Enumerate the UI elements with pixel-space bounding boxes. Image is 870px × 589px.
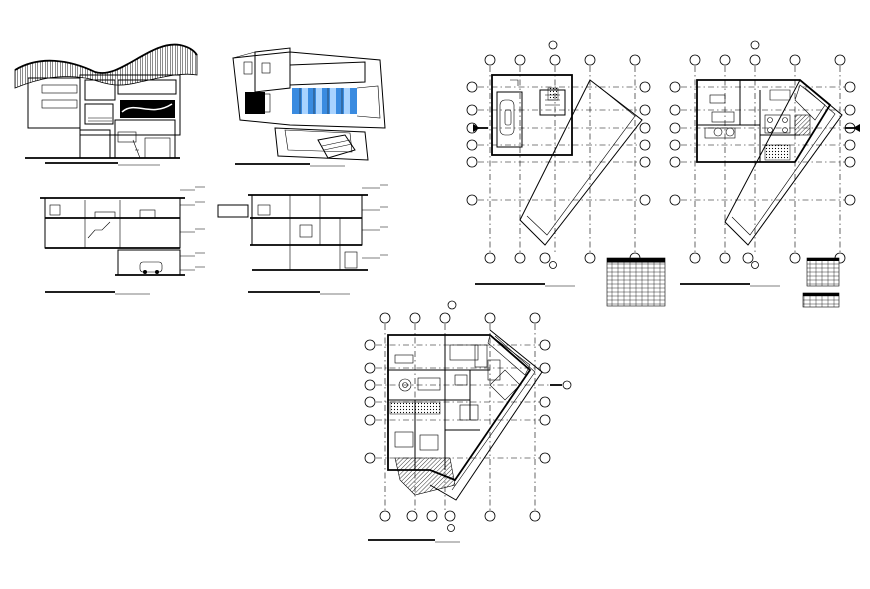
area-table-2 <box>806 257 840 287</box>
wavy-roof <box>14 44 198 89</box>
section-a <box>40 186 205 295</box>
second-floor-plan <box>364 300 572 543</box>
area-table-3 <box>802 292 840 308</box>
ground-floor-plan <box>466 40 651 287</box>
perspective-view <box>232 47 386 167</box>
section-b <box>217 184 388 295</box>
front-elevation <box>14 43 198 166</box>
area-table-1 <box>606 257 666 307</box>
first-floor-plan <box>669 40 860 287</box>
